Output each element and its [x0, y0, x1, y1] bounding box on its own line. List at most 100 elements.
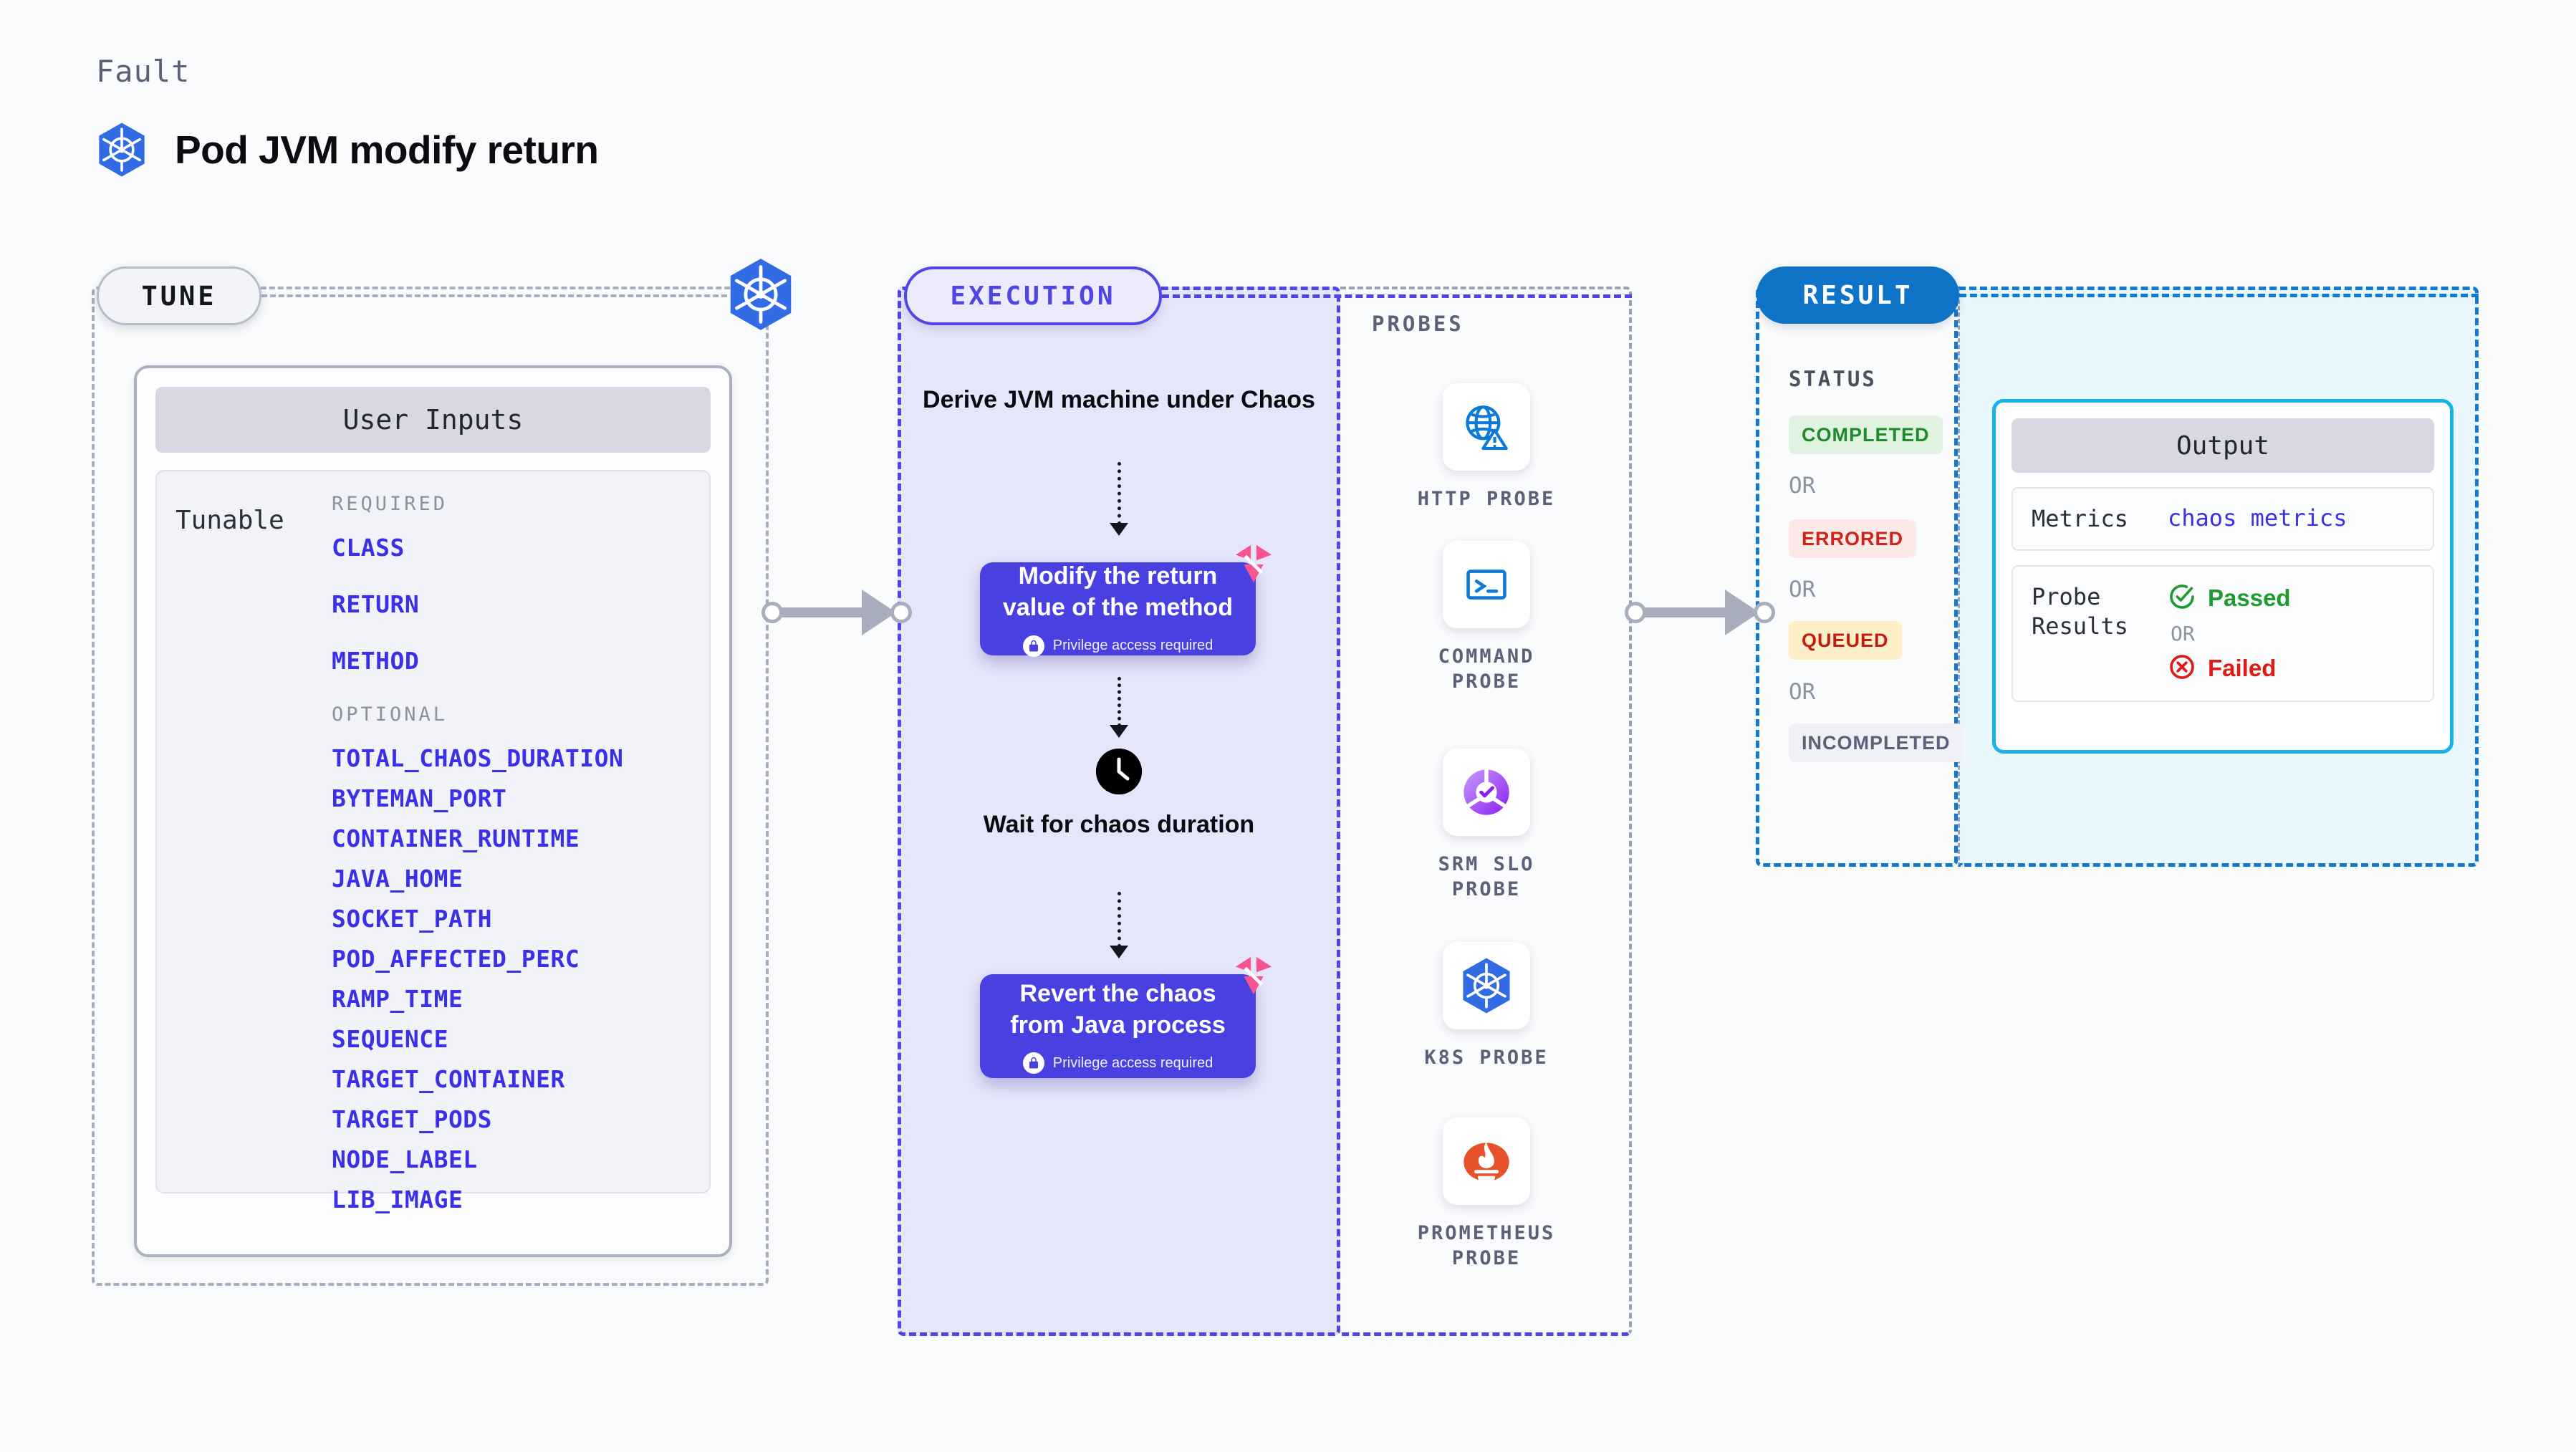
lock-icon	[1022, 635, 1044, 657]
tunable-row-label: Tunable	[176, 506, 284, 535]
eyebrow-label: Fault	[96, 54, 191, 89]
privilege-note: Privilege access required	[1022, 1052, 1213, 1074]
probe-label: PROMETHEUS PROBE	[1417, 1222, 1556, 1270]
connector-tune-to-execution	[761, 566, 912, 659]
metrics-key: Metrics	[2032, 505, 2128, 532]
page-title: Pod JVM modify return	[175, 128, 599, 172]
or-separator: OR	[1789, 577, 1816, 602]
result-pill-connector	[1959, 294, 2479, 297]
probe-label: COMMAND PROBE	[1438, 645, 1535, 693]
output-row-metrics: Metrics chaos metrics	[2012, 487, 2434, 551]
stage-pill-execution[interactable]: EXECUTION	[904, 266, 1162, 325]
flow-card-modify-return[interactable]: Modify the return value of the method Pr…	[980, 544, 1272, 657]
flow-arrow	[1118, 462, 1121, 525]
user-inputs-title: User Inputs	[155, 387, 711, 453]
parameter-item[interactable]: METHOD	[332, 647, 420, 675]
status-badge-queued: QUEUED	[1789, 621, 1902, 660]
probe-label: HTTP PROBE	[1417, 488, 1556, 510]
flow-step-derive-jvm: Derive JVM machine under Chaos	[923, 386, 1315, 413]
privilege-note: Privilege access required	[1022, 635, 1213, 657]
kubernetes-icon	[726, 257, 795, 335]
privilege-note-text: Privilege access required	[1052, 638, 1213, 654]
tune-pill-connector	[261, 294, 727, 297]
litmus-badge-icon	[1231, 954, 1276, 999]
parameter-item[interactable]: CONTAINER_RUNTIME	[332, 824, 580, 852]
flow-card-revert-chaos[interactable]: Revert the chaos from Java process Privi…	[980, 956, 1272, 1078]
or-separator: OR	[2171, 621, 2195, 645]
terminal-icon	[1443, 541, 1530, 628]
flow-arrow-head	[1110, 946, 1128, 958]
probe-results-values: Passed OR Failed	[2168, 582, 2291, 685]
x-circle-icon	[2168, 653, 2196, 685]
litmus-badge-icon	[1231, 542, 1276, 587]
or-separator: OR	[1789, 679, 1816, 705]
parameter-item[interactable]: POD_AFFECTED_PERC	[332, 945, 580, 973]
parameter-lists: REQUIRED CLASS RETURN METHOD OPTIONAL TO…	[329, 493, 709, 1213]
parameter-item[interactable]: SEQUENCE	[332, 1025, 448, 1053]
status-badge-errored: ERRORED	[1789, 519, 1917, 558]
parameter-item[interactable]: TARGET_CONTAINER	[332, 1065, 565, 1093]
probe-k8s[interactable]: K8S PROBE	[1400, 942, 1572, 1070]
slo-gauge-check-icon	[1443, 749, 1530, 836]
optional-parameter-list: TOTAL_CHAOS_DURATION BYTEMAN_PORT CONTAI…	[332, 744, 709, 1213]
status-badge-completed: COMPLETED	[1789, 415, 1943, 454]
probe-http[interactable]: HTTP PROBE	[1400, 383, 1572, 511]
output-title: Output	[2012, 418, 2434, 473]
page-title-row: Pod JVM modify return	[96, 122, 599, 178]
probe-label: SRM SLO PROBE	[1438, 853, 1535, 901]
flow-arrow-head	[1110, 523, 1128, 536]
probe-result-passed: Passed	[2168, 582, 2291, 615]
flow-arrow	[1118, 677, 1121, 727]
kubernetes-icon	[1443, 942, 1530, 1029]
stage-pill-tune[interactable]: TUNE	[97, 266, 261, 325]
flow-card-title: Revert the chaos from Java process	[1010, 979, 1226, 1039]
execution-pill-connector	[1162, 294, 1632, 298]
probes-label: PROBES	[1372, 312, 1464, 336]
kubernetes-icon	[96, 122, 148, 178]
parameter-item[interactable]: BYTEMAN_PORT	[332, 784, 507, 812]
prometheus-icon	[1443, 1117, 1530, 1205]
status-badge-incompleted: INCOMPLETED	[1789, 723, 1964, 762]
parameter-item[interactable]: CLASS	[332, 534, 405, 562]
execution-flow: Derive JVM machine under Chaos Modify th…	[898, 287, 1340, 1336]
optional-group-label: OPTIONAL	[332, 703, 448, 726]
parameter-item[interactable]: NODE_LABEL	[332, 1145, 478, 1173]
flow-card-title: Modify the return value of the method	[1002, 562, 1234, 621]
lock-icon	[1022, 1052, 1044, 1074]
output-row-probe-results: Probe Results Passed OR	[2012, 564, 2434, 702]
passed-label: Passed	[2208, 585, 2291, 612]
parameter-item[interactable]: JAVA_HOME	[332, 865, 463, 893]
tunable-section: Tunable REQUIRED CLASS RETURN METHOD OPT…	[155, 470, 711, 1213]
metrics-value[interactable]: chaos metrics	[2168, 504, 2347, 532]
output-card: Output Metrics chaos metrics Probe Resul…	[1992, 399, 2454, 754]
flow-step-wait-for-chaos: Wait for chaos duration	[983, 811, 1255, 838]
parameter-item[interactable]: LIB_IMAGE	[332, 1186, 463, 1213]
parameter-item[interactable]: RAMP_TIME	[332, 985, 463, 1013]
status-label: STATUS	[1789, 367, 1877, 391]
globe-warning-icon	[1443, 383, 1530, 471]
probe-srm-slo[interactable]: SRM SLO PROBE	[1400, 749, 1572, 902]
parameter-item[interactable]: TOTAL_CHAOS_DURATION	[332, 744, 624, 772]
required-parameter-list: CLASS RETURN METHOD	[332, 534, 709, 675]
probe-command[interactable]: COMMAND PROBE	[1400, 541, 1572, 694]
failed-label: Failed	[2208, 655, 2277, 682]
or-separator: OR	[1789, 473, 1816, 499]
privilege-note-text: Privilege access required	[1052, 1054, 1213, 1071]
result-panel	[1756, 287, 1958, 867]
required-group-label: REQUIRED	[332, 493, 448, 515]
flow-arrow-head	[1110, 725, 1128, 738]
parameter-item[interactable]: RETURN	[332, 590, 420, 618]
flow-arrow	[1118, 892, 1121, 948]
execution-panel	[898, 287, 1340, 1336]
stage-pill-result[interactable]: RESULT	[1756, 266, 1959, 324]
probe-result-failed: Failed	[2168, 653, 2291, 685]
parameter-item[interactable]: SOCKET_PATH	[332, 905, 493, 933]
probe-prometheus[interactable]: PROMETHEUS PROBE	[1400, 1117, 1572, 1271]
clock-icon	[1096, 749, 1142, 794]
connector-probes-to-result	[1625, 566, 1775, 659]
probe-results-key: Probe Results	[2032, 582, 2128, 640]
parameter-item[interactable]: TARGET_PODS	[332, 1105, 493, 1133]
probe-label: K8S PROBE	[1424, 1047, 1549, 1069]
user-inputs-card: User Inputs Tunable REQUIRED CLASS RETUR…	[134, 365, 732, 1257]
